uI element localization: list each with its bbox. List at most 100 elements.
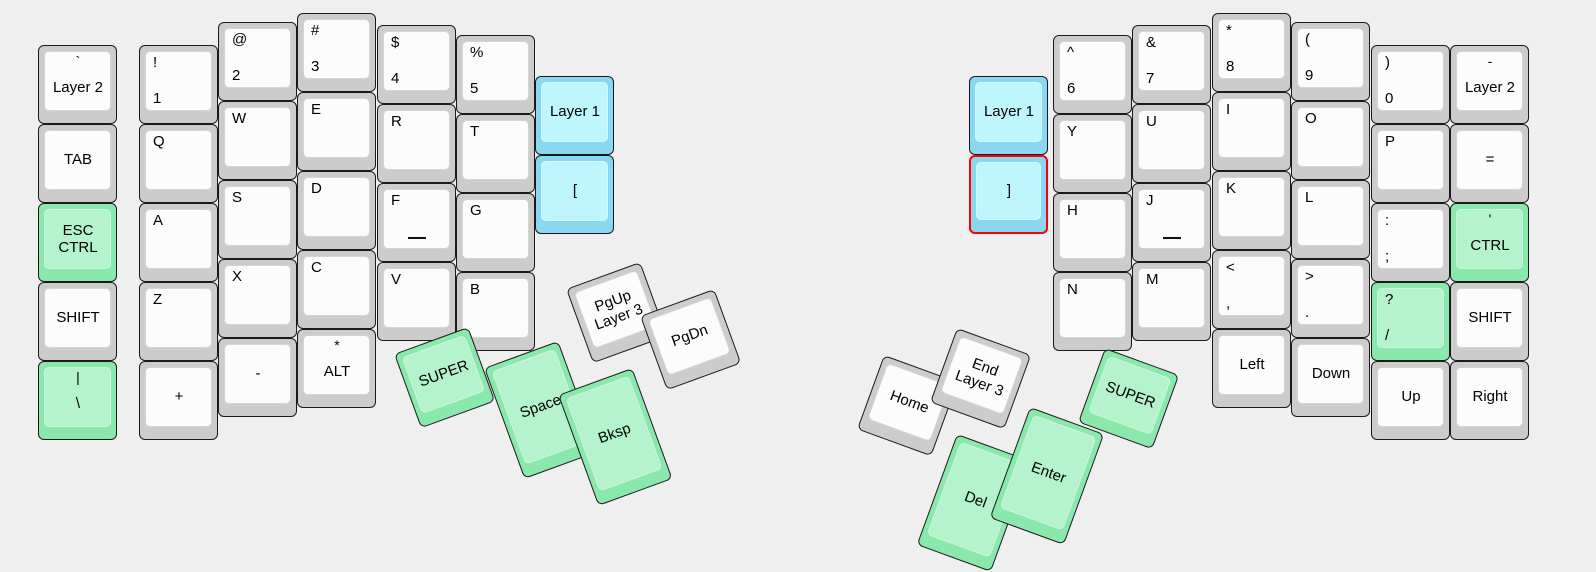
key-cap: [: [541, 161, 608, 221]
key-cap: K: [1218, 177, 1285, 237]
key-bracket-right[interactable]: ]: [969, 155, 1048, 234]
key-left[interactable]: Left: [1212, 329, 1291, 408]
key-cap: )0: [1377, 51, 1444, 111]
key-quote-ctrl[interactable]: 'CTRL: [1450, 203, 1529, 282]
key-legend-bottom: 8: [1226, 58, 1235, 76]
key-down[interactable]: Down: [1291, 338, 1370, 417]
key-pipe-backslash[interactable]: |\: [38, 361, 117, 440]
key-h[interactable]: H: [1053, 193, 1132, 272]
key-legend-top: B: [470, 281, 481, 298]
key-layer1-r[interactable]: Layer 1: [969, 76, 1048, 155]
key-legend-top: P: [1385, 133, 1396, 150]
key-tab[interactable]: TAB: [38, 124, 117, 203]
key-bracket-left[interactable]: [: [535, 155, 614, 234]
key-x[interactable]: X: [218, 259, 297, 338]
key-cap: SHIFT: [1456, 288, 1523, 348]
key-right[interactable]: Right: [1450, 361, 1529, 440]
key-2[interactable]: @2: [218, 22, 297, 101]
key-comma[interactable]: <,: [1212, 250, 1291, 329]
key-g[interactable]: G: [456, 193, 535, 272]
key-legend-top: ): [1385, 54, 1390, 71]
key-3[interactable]: #3: [297, 13, 376, 92]
key-cap: T: [462, 120, 529, 180]
key-5[interactable]: %5: [456, 35, 535, 114]
key-legend-top: F: [391, 192, 401, 209]
key-1[interactable]: !1: [139, 45, 218, 124]
key-plus[interactable]: +: [139, 361, 218, 440]
key-q[interactable]: Q: [139, 124, 218, 203]
key-legend-top: <: [1226, 259, 1235, 276]
key-legend-top: X: [232, 268, 243, 285]
key-legend-center: CTRL: [1470, 236, 1510, 254]
key-9[interactable]: (9: [1291, 22, 1370, 101]
key-u[interactable]: U: [1132, 104, 1211, 183]
key-up[interactable]: Up: [1371, 361, 1450, 440]
key-i[interactable]: I: [1212, 92, 1291, 171]
key-layer2-l[interactable]: `Layer 2: [38, 45, 117, 124]
key-slash[interactable]: ?/: [1371, 282, 1450, 361]
key-alt[interactable]: *ALT: [297, 329, 376, 408]
key-cap: @2: [224, 28, 291, 88]
key-t[interactable]: T: [456, 114, 535, 193]
key-f[interactable]: F: [377, 183, 456, 262]
key-a[interactable]: A: [139, 203, 218, 282]
key-cap: :;: [1377, 209, 1444, 269]
key-cap: U: [1138, 110, 1205, 170]
key-y[interactable]: Y: [1053, 114, 1132, 193]
key-cap: A: [145, 209, 212, 269]
key-cap: *ALT: [303, 335, 370, 395]
key-bksp[interactable]: Bksp: [558, 367, 673, 506]
key-cap: ^6: [1059, 41, 1126, 101]
key-legend-center: Del: [962, 487, 990, 512]
key-legend-top: W: [232, 110, 247, 127]
key-cap: SUPER: [1088, 355, 1172, 435]
key-layer2-r[interactable]: -Layer 2: [1450, 45, 1529, 124]
key-cap: +: [145, 367, 212, 427]
key-r[interactable]: R: [377, 104, 456, 183]
key-cap: SUPER: [401, 334, 486, 414]
key-legend-top: U: [1146, 113, 1157, 130]
key-cap: S: [224, 186, 291, 246]
key-semicolon[interactable]: :;: [1371, 203, 1450, 282]
key-s[interactable]: S: [218, 180, 297, 259]
key-l[interactable]: L: [1291, 180, 1370, 259]
key-m[interactable]: M: [1132, 262, 1211, 341]
key-minus[interactable]: -: [218, 338, 297, 417]
key-cap: -: [224, 344, 291, 404]
key-n[interactable]: N: [1053, 272, 1132, 351]
key-shift-r[interactable]: SHIFT: [1450, 282, 1529, 361]
key-z[interactable]: Z: [139, 282, 218, 361]
key-w[interactable]: W: [218, 101, 297, 180]
key-equal[interactable]: =: [1450, 124, 1529, 203]
key-enter[interactable]: Enter: [989, 407, 1105, 545]
key-shift-l[interactable]: SHIFT: [38, 282, 117, 361]
key-legend-top: V: [391, 271, 402, 288]
key-j[interactable]: J: [1132, 183, 1211, 262]
key-v[interactable]: V: [377, 262, 456, 341]
key-legend-top: G: [470, 202, 482, 219]
key-e[interactable]: E: [297, 92, 376, 171]
key-cap: *8: [1218, 19, 1285, 79]
key-6[interactable]: ^6: [1053, 35, 1132, 114]
key-esc-ctrl[interactable]: ESC CTRL: [38, 203, 117, 282]
key-k[interactable]: K: [1212, 171, 1291, 250]
key-legend-top: ^: [1067, 44, 1075, 61]
key-7[interactable]: &7: [1132, 25, 1211, 104]
key-cap: Up: [1377, 367, 1444, 427]
key-4[interactable]: $4: [377, 25, 456, 104]
key-layer1-l[interactable]: Layer 1: [535, 76, 614, 155]
key-p[interactable]: P: [1371, 124, 1450, 203]
key-o[interactable]: O: [1291, 101, 1370, 180]
key-c[interactable]: C: [297, 250, 376, 329]
key-cap: R: [383, 110, 450, 170]
key-d[interactable]: D: [297, 171, 376, 250]
key-8[interactable]: *8: [1212, 13, 1291, 92]
key-cap: TAB: [44, 130, 111, 190]
key-0[interactable]: )0: [1371, 45, 1450, 124]
key-legend-top: C: [311, 259, 322, 276]
key-legend-center: Up: [1401, 388, 1421, 406]
key-legend-center: Enter: [1028, 458, 1069, 487]
key-period[interactable]: >.: [1291, 259, 1370, 338]
key-cap: >.: [1297, 265, 1364, 325]
